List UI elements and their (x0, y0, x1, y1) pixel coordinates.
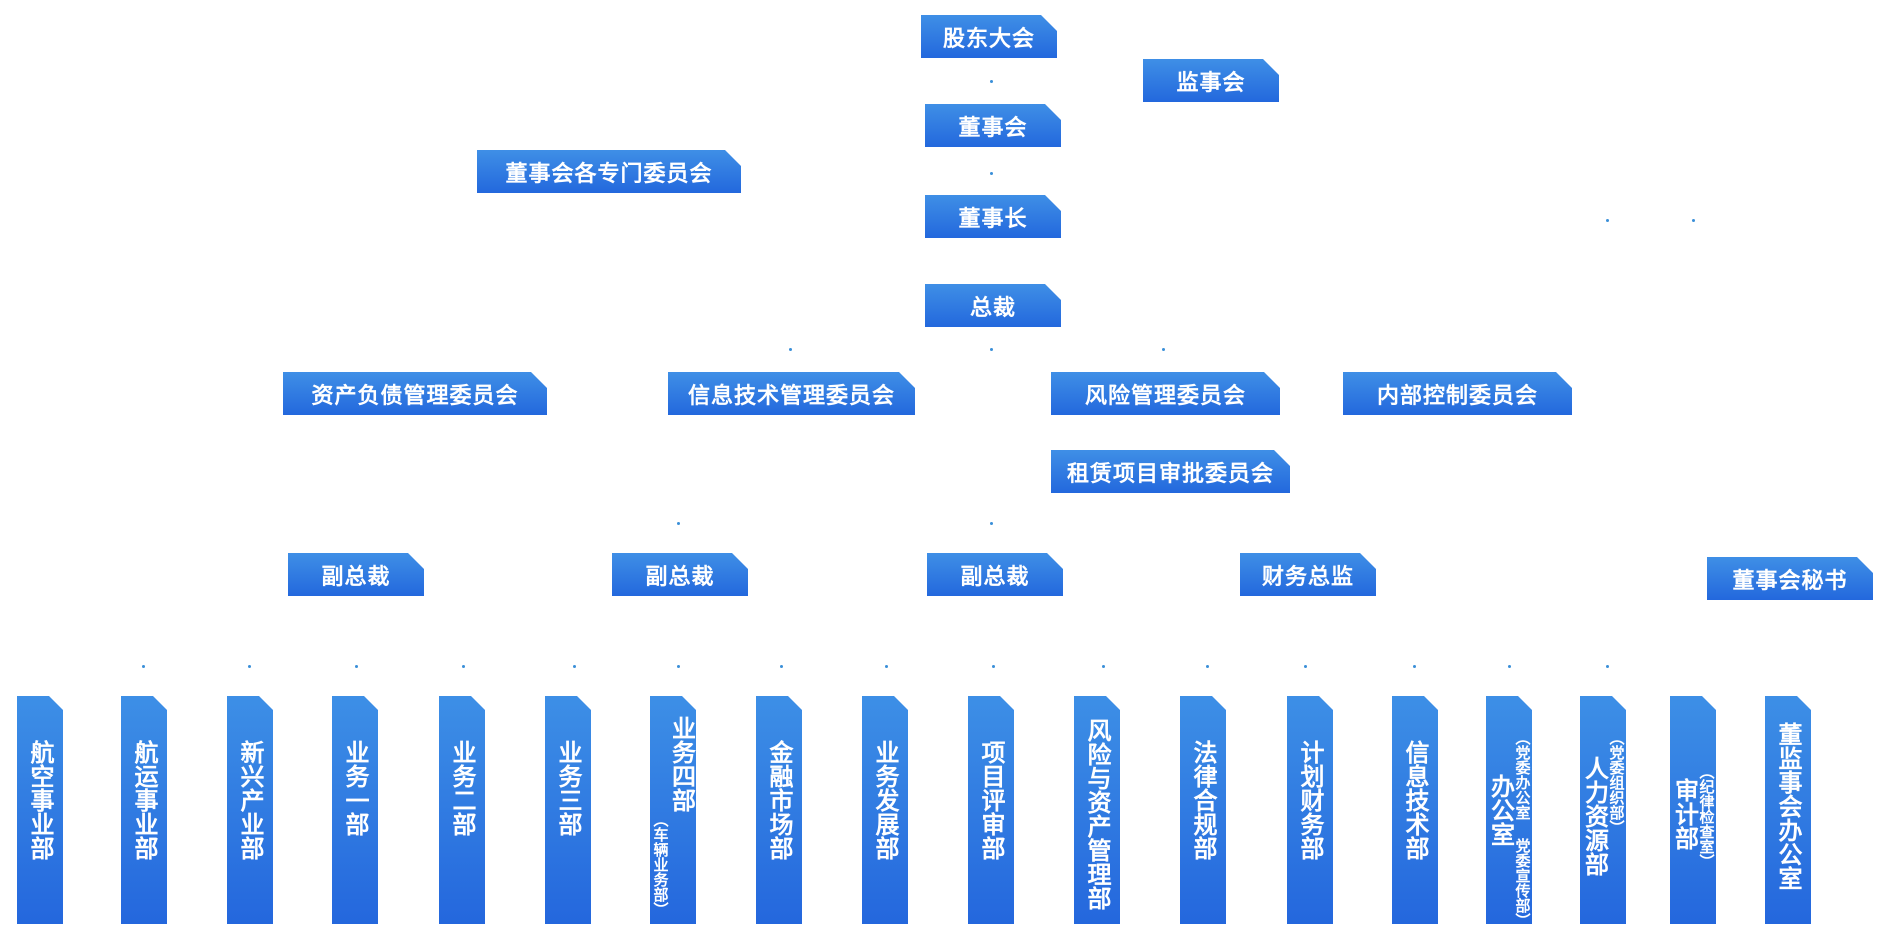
vice-president-box-3: 副总裁 (927, 553, 1063, 596)
vice-president-box-2: 副总裁 (612, 553, 748, 596)
department-risk-asset-management: 风险与资产管理部 (1074, 696, 1120, 924)
alm-committee-box: 资产负债管理委员会 (283, 372, 547, 415)
department-label: 金融市场部 (765, 740, 793, 860)
department-project-review: 项目评审部 (968, 696, 1014, 924)
department-label: 董监事会办公室 (1774, 722, 1802, 890)
department-sublabel: （车辆业务部） (651, 812, 670, 917)
connector-dot (1206, 665, 1209, 668)
department-label: 业务四部 (667, 716, 696, 812)
connector-dot (1508, 665, 1511, 668)
board-of-directors-box: 董事会 (925, 104, 1061, 147)
department-label: 办公室 (1486, 774, 1515, 846)
department-financial-markets: 金融市场部 (756, 696, 802, 924)
connector-dot (990, 172, 993, 175)
department-emerging-industries: 新兴产业部 (227, 696, 273, 924)
department-shipping: 航运事业部 (121, 696, 167, 924)
department-sublabel: （党委组织部） (1607, 730, 1626, 835)
connector-dot (992, 665, 995, 668)
department-sublabel: （纪律检查室） (1697, 764, 1716, 869)
department-label: 业务二部 (448, 740, 476, 836)
department-label: 业务一部 (341, 740, 369, 836)
connector-dot (780, 665, 783, 668)
connector-dot (990, 522, 993, 525)
connector-dot (355, 665, 358, 668)
president-box: 总裁 (925, 284, 1061, 327)
department-business-1: 业务一部 (332, 696, 378, 924)
department-label: 业务三部 (554, 740, 582, 836)
connector-dot (1102, 665, 1105, 668)
vice-president-box-1: 副总裁 (288, 553, 424, 596)
it-committee-box: 信息技术管理委员会 (668, 372, 915, 415)
department-label: 项目评审部 (977, 740, 1005, 860)
connector-dot (1304, 665, 1307, 668)
supervisory-board-box: 监事会 (1143, 59, 1279, 102)
department-legal-compliance: 法律合规部 (1180, 696, 1226, 924)
connector-dot (1162, 348, 1165, 351)
chairman-box: 董事长 (925, 195, 1061, 238)
department-aviation: 航空事业部 (17, 696, 63, 924)
department-office: （党委办公室 党委宣传部） 办公室 (1486, 696, 1532, 924)
connector-dot (990, 348, 993, 351)
department-label: 人力资源部 (1580, 756, 1609, 876)
shareholders-meeting-box: 股东大会 (921, 15, 1057, 58)
department-label: 法律合规部 (1189, 740, 1217, 860)
risk-committee-box: 风险管理委员会 (1051, 372, 1280, 415)
department-label: 审计部 (1670, 778, 1699, 850)
department-sublabel: （党委办公室 党委宣传部） (1513, 730, 1532, 928)
department-business-3: 业务三部 (545, 696, 591, 924)
connector-dot (142, 665, 145, 668)
department-business-2: 业务二部 (439, 696, 485, 924)
department-information-technology: 信息技术部 (1392, 696, 1438, 924)
connector-dot (1606, 665, 1609, 668)
department-label: 业务发展部 (871, 740, 899, 860)
department-label: 计划财务部 (1296, 740, 1324, 860)
department-label: 航空事业部 (26, 740, 54, 860)
connector-dot (1413, 665, 1416, 668)
board-secretary-box: 董事会秘书 (1707, 557, 1873, 600)
cfo-box: 财务总监 (1240, 553, 1376, 596)
connector-dot (677, 665, 680, 668)
department-label: 信息技术部 (1401, 740, 1429, 860)
department-business-4: 业务四部 （车辆业务部） (650, 696, 696, 924)
department-human-resources: （党委组织部） 人力资源部 (1580, 696, 1626, 924)
department-business-development: 业务发展部 (862, 696, 908, 924)
board-committees-box: 董事会各专门委员会 (477, 150, 741, 193)
lease-approval-committee-box: 租赁项目审批委员会 (1051, 450, 1290, 493)
connector-dot (990, 80, 993, 83)
connector-dot (573, 665, 576, 668)
department-label: 新兴产业部 (236, 740, 264, 860)
department-label: 航运事业部 (130, 740, 158, 860)
connector-dot (462, 665, 465, 668)
department-label: 风险与资产管理部 (1083, 718, 1111, 910)
connector-dot (885, 665, 888, 668)
department-audit: （纪律检查室） 审计部 (1670, 696, 1716, 924)
connector-dot (1692, 219, 1695, 222)
connector-dot (789, 348, 792, 351)
connector-dot (1606, 219, 1609, 222)
department-planning-finance: 计划财务部 (1287, 696, 1333, 924)
connector-dot (677, 522, 680, 525)
internal-control-committee-box: 内部控制委员会 (1343, 372, 1572, 415)
connector-dot (248, 665, 251, 668)
department-board-supervisors-office: 董监事会办公室 (1765, 696, 1811, 924)
